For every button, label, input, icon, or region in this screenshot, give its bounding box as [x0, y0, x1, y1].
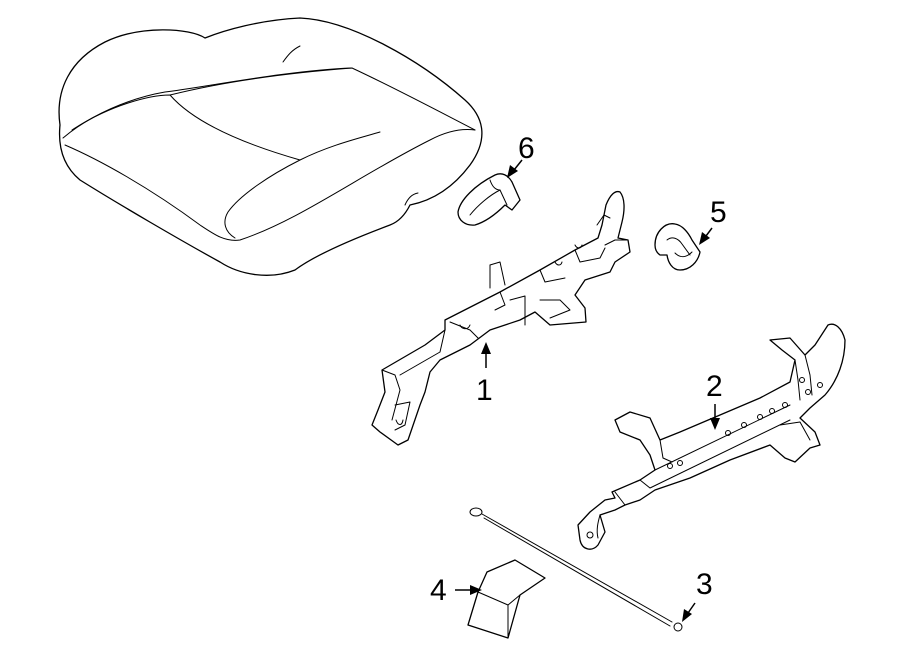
part-3-cable — [469, 507, 683, 632]
callout-3: 3 — [696, 568, 713, 601]
part-1-seat-adjuster — [371, 190, 631, 446]
callout-5: 5 — [710, 196, 727, 229]
part-2-seat-track — [577, 323, 846, 550]
part-6-trim-cover — [457, 173, 521, 226]
callout-4: 4 — [430, 574, 447, 607]
leader-lines — [455, 159, 720, 622]
callout-2: 2 — [706, 370, 723, 403]
seat-cushion — [58, 17, 483, 276]
part-5-trim-cover — [654, 223, 701, 271]
callout-1: 1 — [476, 374, 493, 407]
part-4-cover — [467, 559, 546, 639]
callout-6: 6 — [518, 132, 535, 165]
callout-labels: 1 2 3 4 5 6 — [430, 132, 727, 607]
